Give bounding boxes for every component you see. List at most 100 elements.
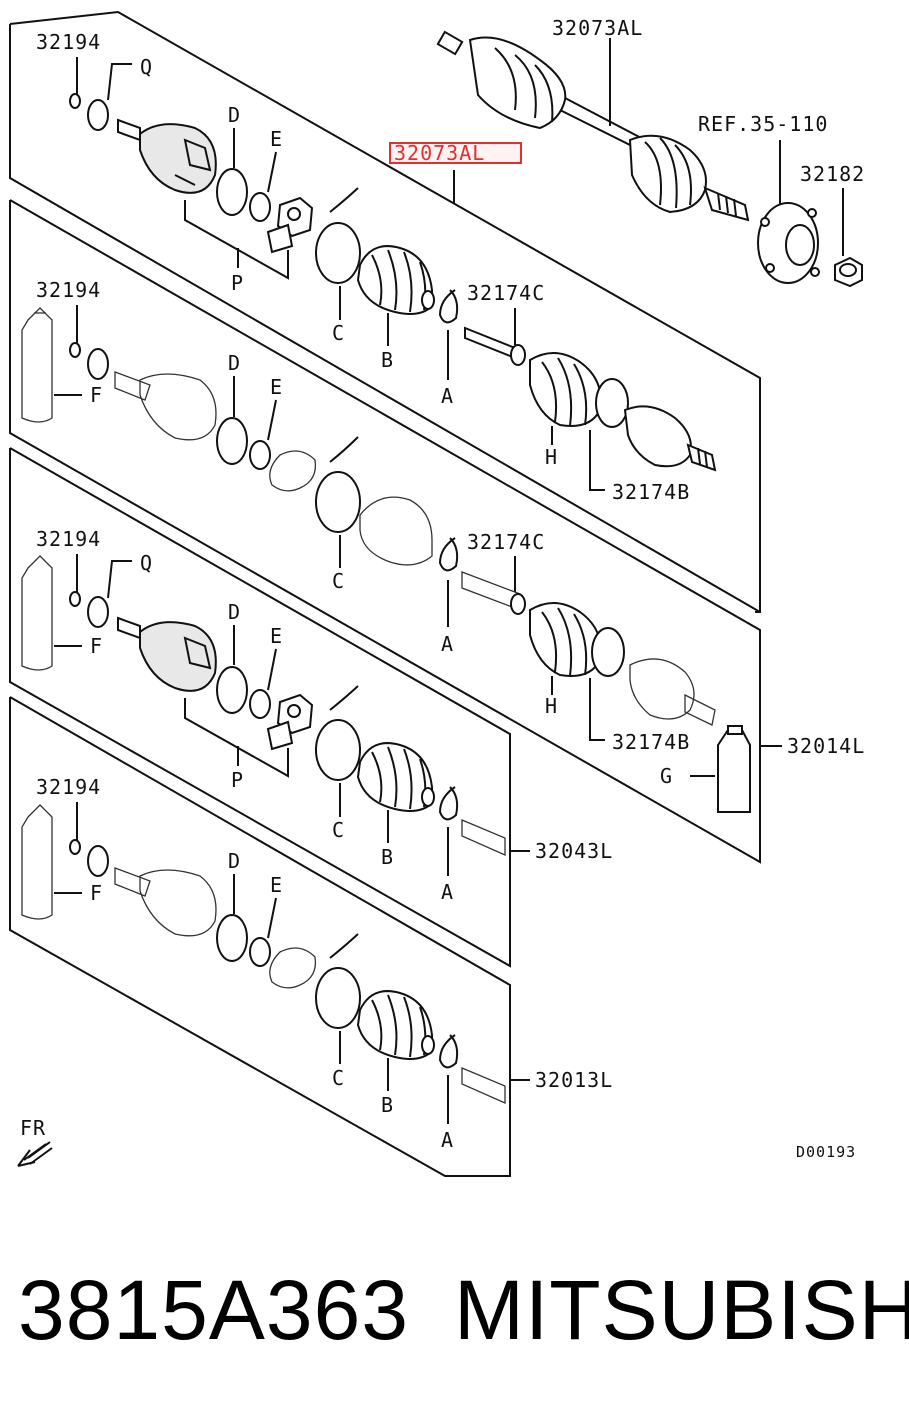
ghost-housing-icon [114, 371, 217, 441]
frame-third [9, 447, 511, 968]
label-g: G [660, 764, 673, 788]
ghost-tripod-icon [269, 450, 317, 492]
label-h-1: H [545, 445, 558, 469]
label-d-3: D [228, 600, 241, 624]
band-c-icon-3 [315, 719, 361, 781]
band-a-icon [438, 289, 459, 324]
label-fr: FR [20, 1116, 46, 1140]
circlip-icon-2 [69, 342, 81, 358]
label-d-1: D [228, 103, 241, 127]
label-e-2: E [270, 375, 283, 399]
inner-boot-icon [356, 245, 435, 315]
seal-ring-icon-4 [87, 845, 109, 877]
circlip-icon-3 [69, 591, 81, 607]
label-32013l: 32013L [535, 1068, 613, 1092]
band-c-icon [315, 222, 361, 284]
circlip-icon-4 [69, 839, 81, 855]
snap-ring-e-icon-4 [249, 937, 271, 967]
grease-tube-icon-1 [21, 307, 53, 423]
label-a-3: A [441, 880, 454, 904]
circlip-icon [69, 93, 81, 109]
label-clip-2: 32194 [36, 278, 101, 302]
grease-tube-icon-2 [21, 555, 53, 671]
label-clip-4: 32194 [36, 775, 101, 799]
parts-diagram: 32073AL 32073AL REF.35-110 32182 32194 Q… [9, 10, 865, 1177]
hub-icon [757, 202, 820, 284]
o-ring-d-icon-2 [216, 417, 248, 465]
band-c-icon-4 [315, 967, 361, 1029]
frame-second [9, 199, 761, 864]
label-b-3: B [381, 1093, 394, 1117]
label-h-2: H [545, 694, 558, 718]
label-clip-1: 32194 [36, 30, 101, 54]
label-32043l: 32043L [535, 839, 613, 863]
label-f-1: F [90, 383, 103, 407]
brand-name: MITSUBISHI [454, 1263, 909, 1357]
o-ring-d-icon-4 [216, 914, 248, 962]
grease-bottle-g-icon [717, 725, 751, 813]
snap-ring-e-icon-2 [249, 440, 271, 470]
tripod-icon-3 [266, 693, 314, 751]
label-d-2: D [228, 351, 241, 375]
frame-fourth [9, 696, 511, 1177]
label-b-1: B [381, 348, 394, 372]
label-a-1: A [441, 384, 454, 408]
snap-ring-e-icon [249, 192, 271, 222]
inner-boot-icon-3 [356, 742, 435, 812]
label-32174b-1: 32174B [612, 480, 690, 504]
label-d-4: D [228, 849, 241, 873]
label-ref: REF.35-110 [698, 112, 828, 136]
band-c-icon-2 [315, 471, 361, 533]
label-p-1: P [231, 271, 244, 295]
label-32174c-1: 32174C [467, 281, 545, 305]
label-c-4: C [332, 1066, 345, 1090]
label-f-2: F [90, 634, 103, 658]
front-arrow-icon [17, 1141, 53, 1167]
seal-ring-icon [87, 99, 109, 131]
seal-ring-icon-3 [87, 596, 109, 628]
label-e-1: E [270, 127, 283, 151]
label-e-4: E [270, 873, 283, 897]
highlight-box [389, 142, 522, 164]
label-32073al-highlight: 32073AL [394, 141, 485, 165]
inner-boot-icon-4 [356, 990, 435, 1060]
label-32174b-2: 32174B [612, 730, 690, 754]
label-q-1: Q [140, 55, 153, 79]
snap-ring-e-icon-3 [249, 689, 271, 719]
ghost-shaft-icon-4 [461, 1067, 506, 1104]
label-clip-3: 32194 [36, 527, 101, 551]
label-f-3: F [90, 881, 103, 905]
ghost-tripod-icon-4 [269, 947, 317, 989]
hub-nut-icon [834, 256, 863, 288]
inner-joint-housing-icon-3 [117, 616, 217, 692]
outer-shaft-icon [464, 326, 717, 472]
frame-top [9, 10, 761, 613]
band-a-icon-2 [438, 537, 459, 572]
label-32182: 32182 [800, 162, 865, 186]
seal-ring-icon-2 [87, 348, 109, 380]
diagram-code: D00193 [796, 1143, 856, 1161]
label-c-1: C [332, 321, 345, 345]
label-c-3: C [332, 818, 345, 842]
ghost-housing-icon-4 [114, 867, 217, 937]
ghost-boot-icon [359, 496, 433, 566]
label-a-4: A [441, 1128, 454, 1152]
part-number: 3815A363 [18, 1263, 410, 1357]
o-ring-d-icon-3 [216, 666, 248, 714]
label-q-2: Q [140, 551, 153, 575]
tripod-icon [266, 196, 314, 254]
label-p-2: P [231, 768, 244, 792]
o-ring-d-icon [216, 168, 248, 216]
inner-joint-housing-icon [117, 118, 217, 194]
ghost-shaft-icon-3 [461, 819, 506, 856]
label-32014l: 32014L [787, 734, 865, 758]
grease-tube-icon-3 [21, 804, 53, 920]
label-e-3: E [270, 624, 283, 648]
label-a-2: A [441, 632, 454, 656]
label-b-2: B [381, 845, 394, 869]
label-c-2: C [332, 569, 345, 593]
assembled-shaft [436, 30, 750, 222]
outer-joint-icon-2 [461, 571, 716, 726]
label-32174c-2: 32174C [467, 530, 545, 554]
spring-band-icon [329, 187, 359, 213]
